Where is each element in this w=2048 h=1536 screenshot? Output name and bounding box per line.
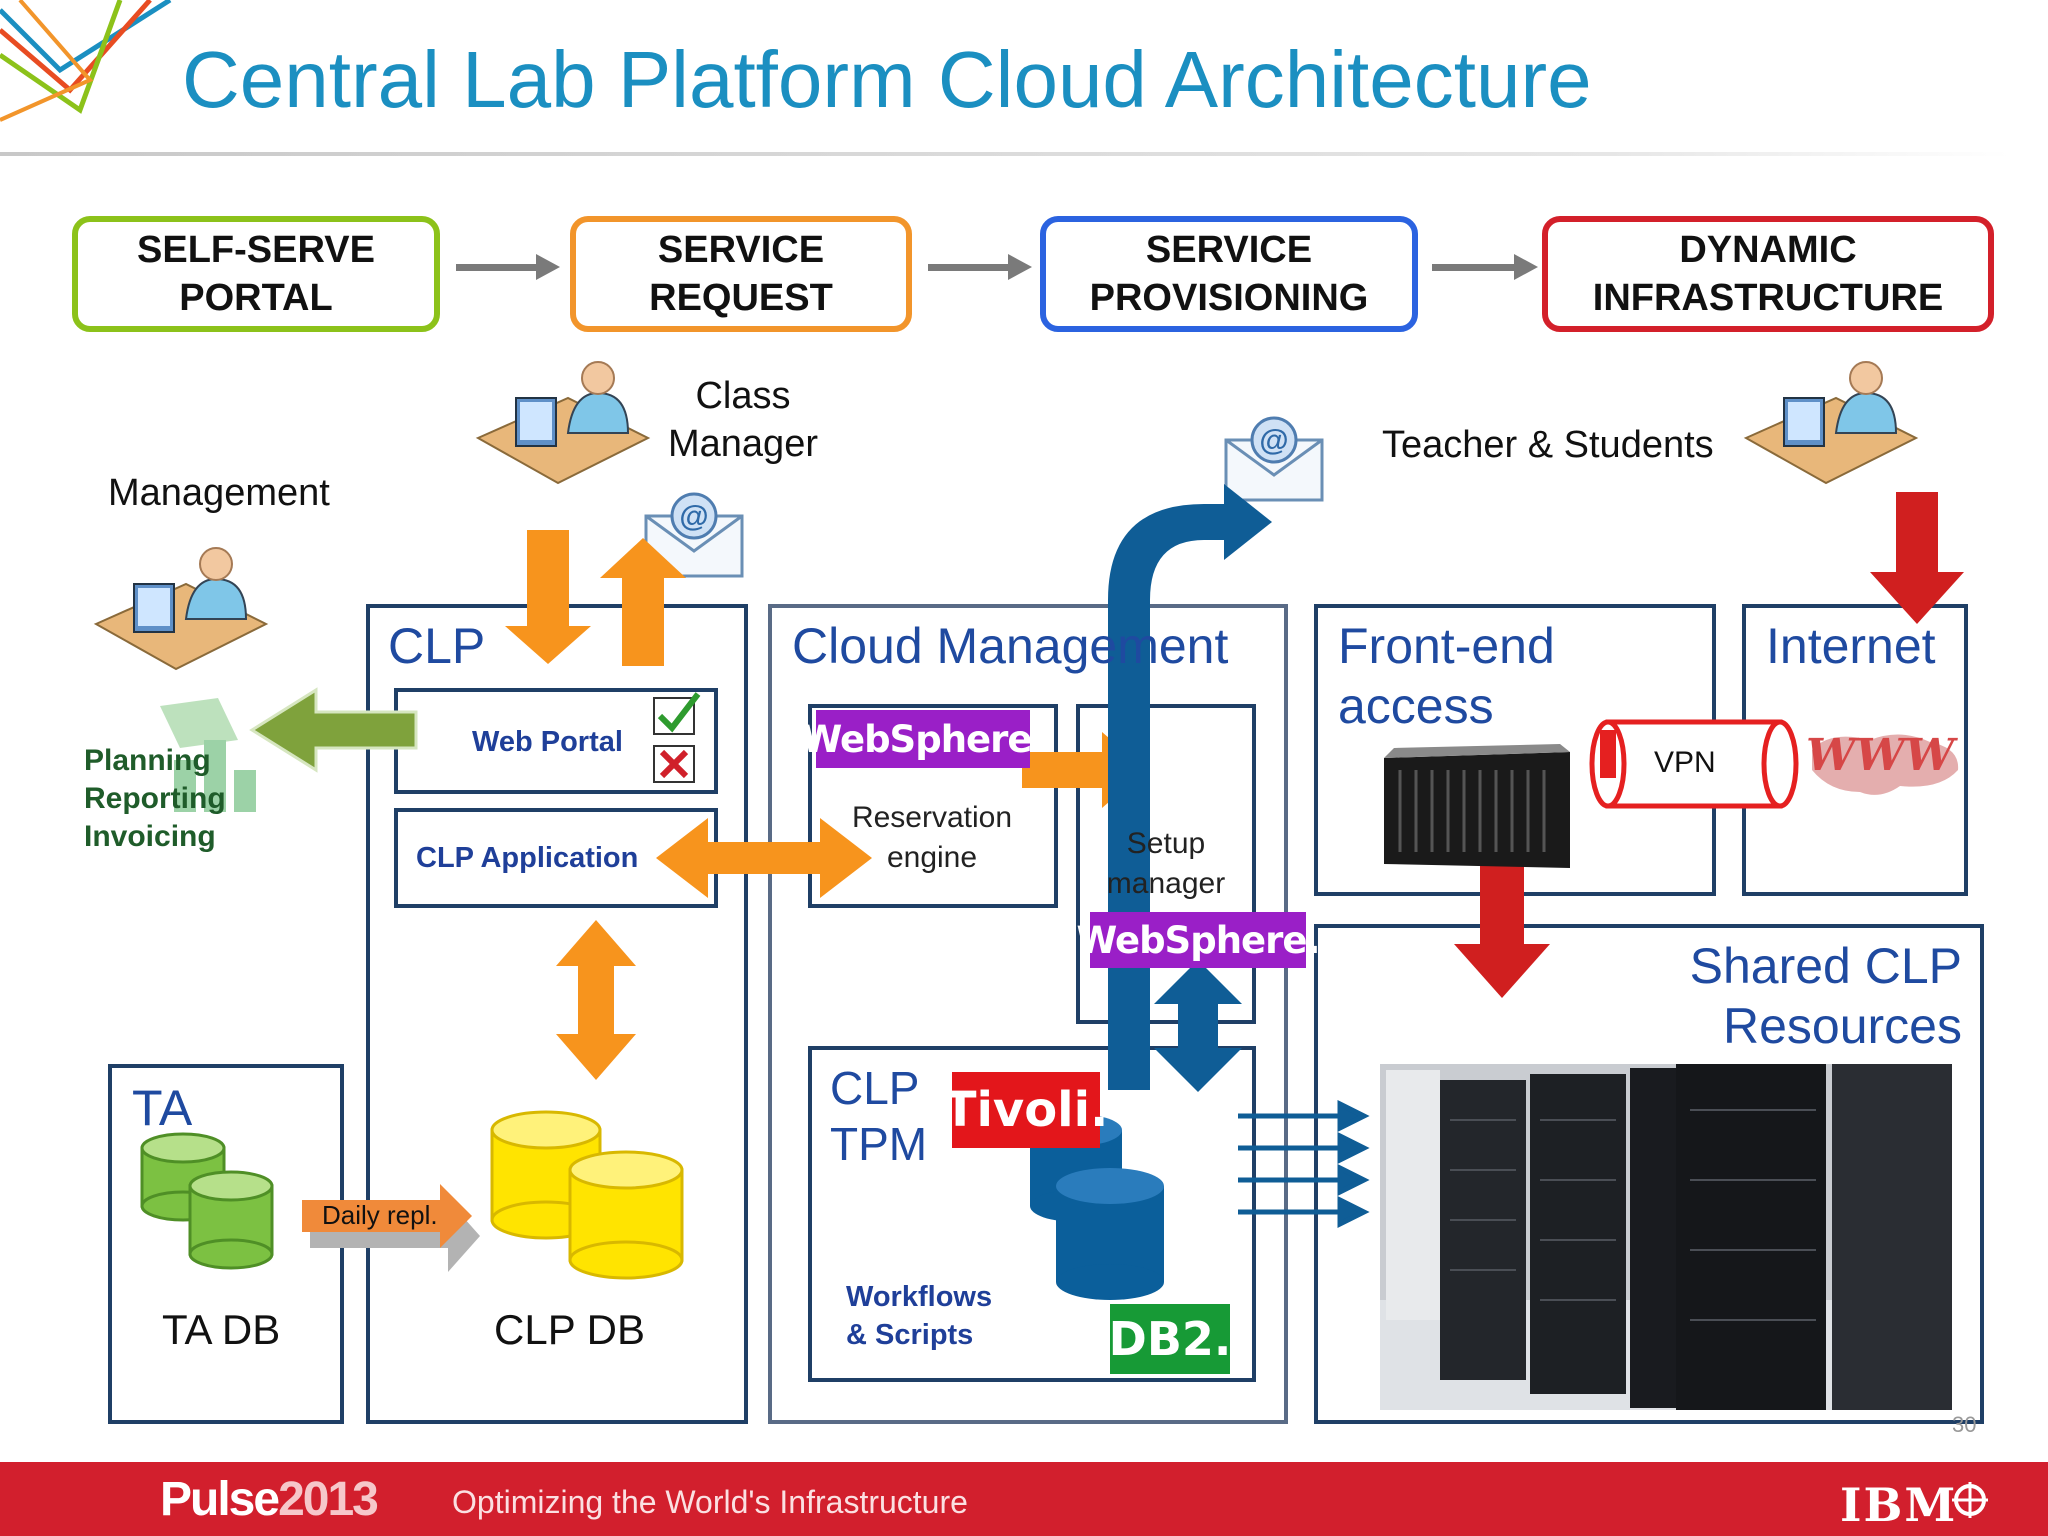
daily-repl-arrow — [302, 1184, 480, 1272]
phase-arrows — [456, 254, 1538, 280]
footer-tagline: Optimizing the World's Infrastructure — [452, 1484, 968, 1520]
check-icon — [653, 692, 701, 735]
ibm-logo: IBM — [1840, 1478, 1958, 1532]
front-end-title: Front-end access — [1338, 618, 1555, 734]
workflows-scripts-label: Workflows & Scripts — [846, 1281, 993, 1351]
orange-double-arrow-app-db — [556, 920, 636, 1080]
red-arrows — [1454, 492, 1964, 998]
web-portal-label[interactable]: Web Portal — [472, 726, 623, 758]
green-arrow-to-planning — [249, 687, 418, 773]
phase-service-request: SERVICE REQUEST — [570, 216, 912, 332]
shared-resources-title: Shared CLP Resources — [1689, 938, 1962, 1054]
tpm-title: CLP TPM — [830, 1062, 928, 1170]
footer-pulse-logo: Pulse2013 — [160, 1473, 379, 1526]
vpn-tunnel-icon — [1589, 719, 1799, 809]
blue-double-arrow-setup-tpm — [1154, 960, 1242, 1092]
websphere-logo: WebSphere. — [801, 710, 1046, 768]
students-person-icon — [1745, 361, 1917, 484]
reservation-engine-label: Reservation engine — [851, 801, 1013, 874]
x-mark-icon — [653, 745, 695, 783]
ibm-globe-icon — [1952, 1482, 1988, 1518]
ta-db-label: TA DB — [162, 1306, 281, 1353]
email-icon-2 — [1224, 416, 1324, 502]
internet-title: Internet — [1766, 618, 1936, 674]
tivoli-logo: Tivoli. — [944, 1072, 1108, 1148]
cloud-management-title: Cloud Management — [792, 618, 1229, 674]
orange-double-arrow-app-reservation — [656, 818, 872, 898]
websphere-logo-2: WebSphere. — [1076, 912, 1321, 968]
ta-db-icon — [140, 1132, 274, 1270]
class-manager-label: Class Manager — [668, 375, 818, 465]
clp-db-label: CLP DB — [494, 1306, 645, 1353]
chart-icon — [160, 698, 256, 812]
class-manager-person-icon — [477, 361, 649, 484]
architecture-diagram: @ — [95, 254, 1984, 1424]
management-label: Management — [108, 472, 330, 514]
world-map-icon: WWW — [1806, 730, 1959, 795]
page-title: Central Lab Platform Cloud Architecture — [182, 35, 1592, 124]
page-number: 30 — [1952, 1412, 1977, 1437]
vpn-label: VPN — [1654, 746, 1716, 779]
provisioning-arrows — [1238, 1099, 1370, 1229]
clp-panel-title: CLP — [388, 618, 486, 674]
phase-dynamic-infrastructure: DYNAMIC INFRASTRUCTURE — [1542, 216, 1994, 332]
server-rack-icon — [1384, 744, 1570, 868]
clp-application-label: CLP Application — [416, 842, 639, 874]
phase-service-provisioning: SERVICE PROVISIONING — [1040, 216, 1418, 332]
ta-panel-title: TA — [132, 1080, 193, 1136]
setup-manager-label: Setup manager — [1106, 827, 1226, 900]
data-center-photo — [1380, 1064, 1952, 1410]
clp-db-icon — [490, 1110, 684, 1280]
orange-arrows-top — [505, 530, 686, 666]
title-divider — [0, 152, 2010, 156]
corner-decoration-icon — [0, 0, 172, 122]
management-person-icon — [95, 547, 267, 670]
daily-repl-label: Daily repl. — [322, 1200, 438, 1230]
planning-reporting-invoicing-label: Planning Reporting Invoicing — [84, 744, 226, 853]
db2-logo: DB2. — [1109, 1304, 1231, 1374]
phase-self-serve-portal: SELF-SERVE PORTAL — [72, 216, 440, 332]
www-text: WWW — [1806, 730, 1959, 781]
footer-bar — [0, 1462, 2048, 1536]
teacher-students-label: Teacher & Students — [1382, 424, 1714, 466]
